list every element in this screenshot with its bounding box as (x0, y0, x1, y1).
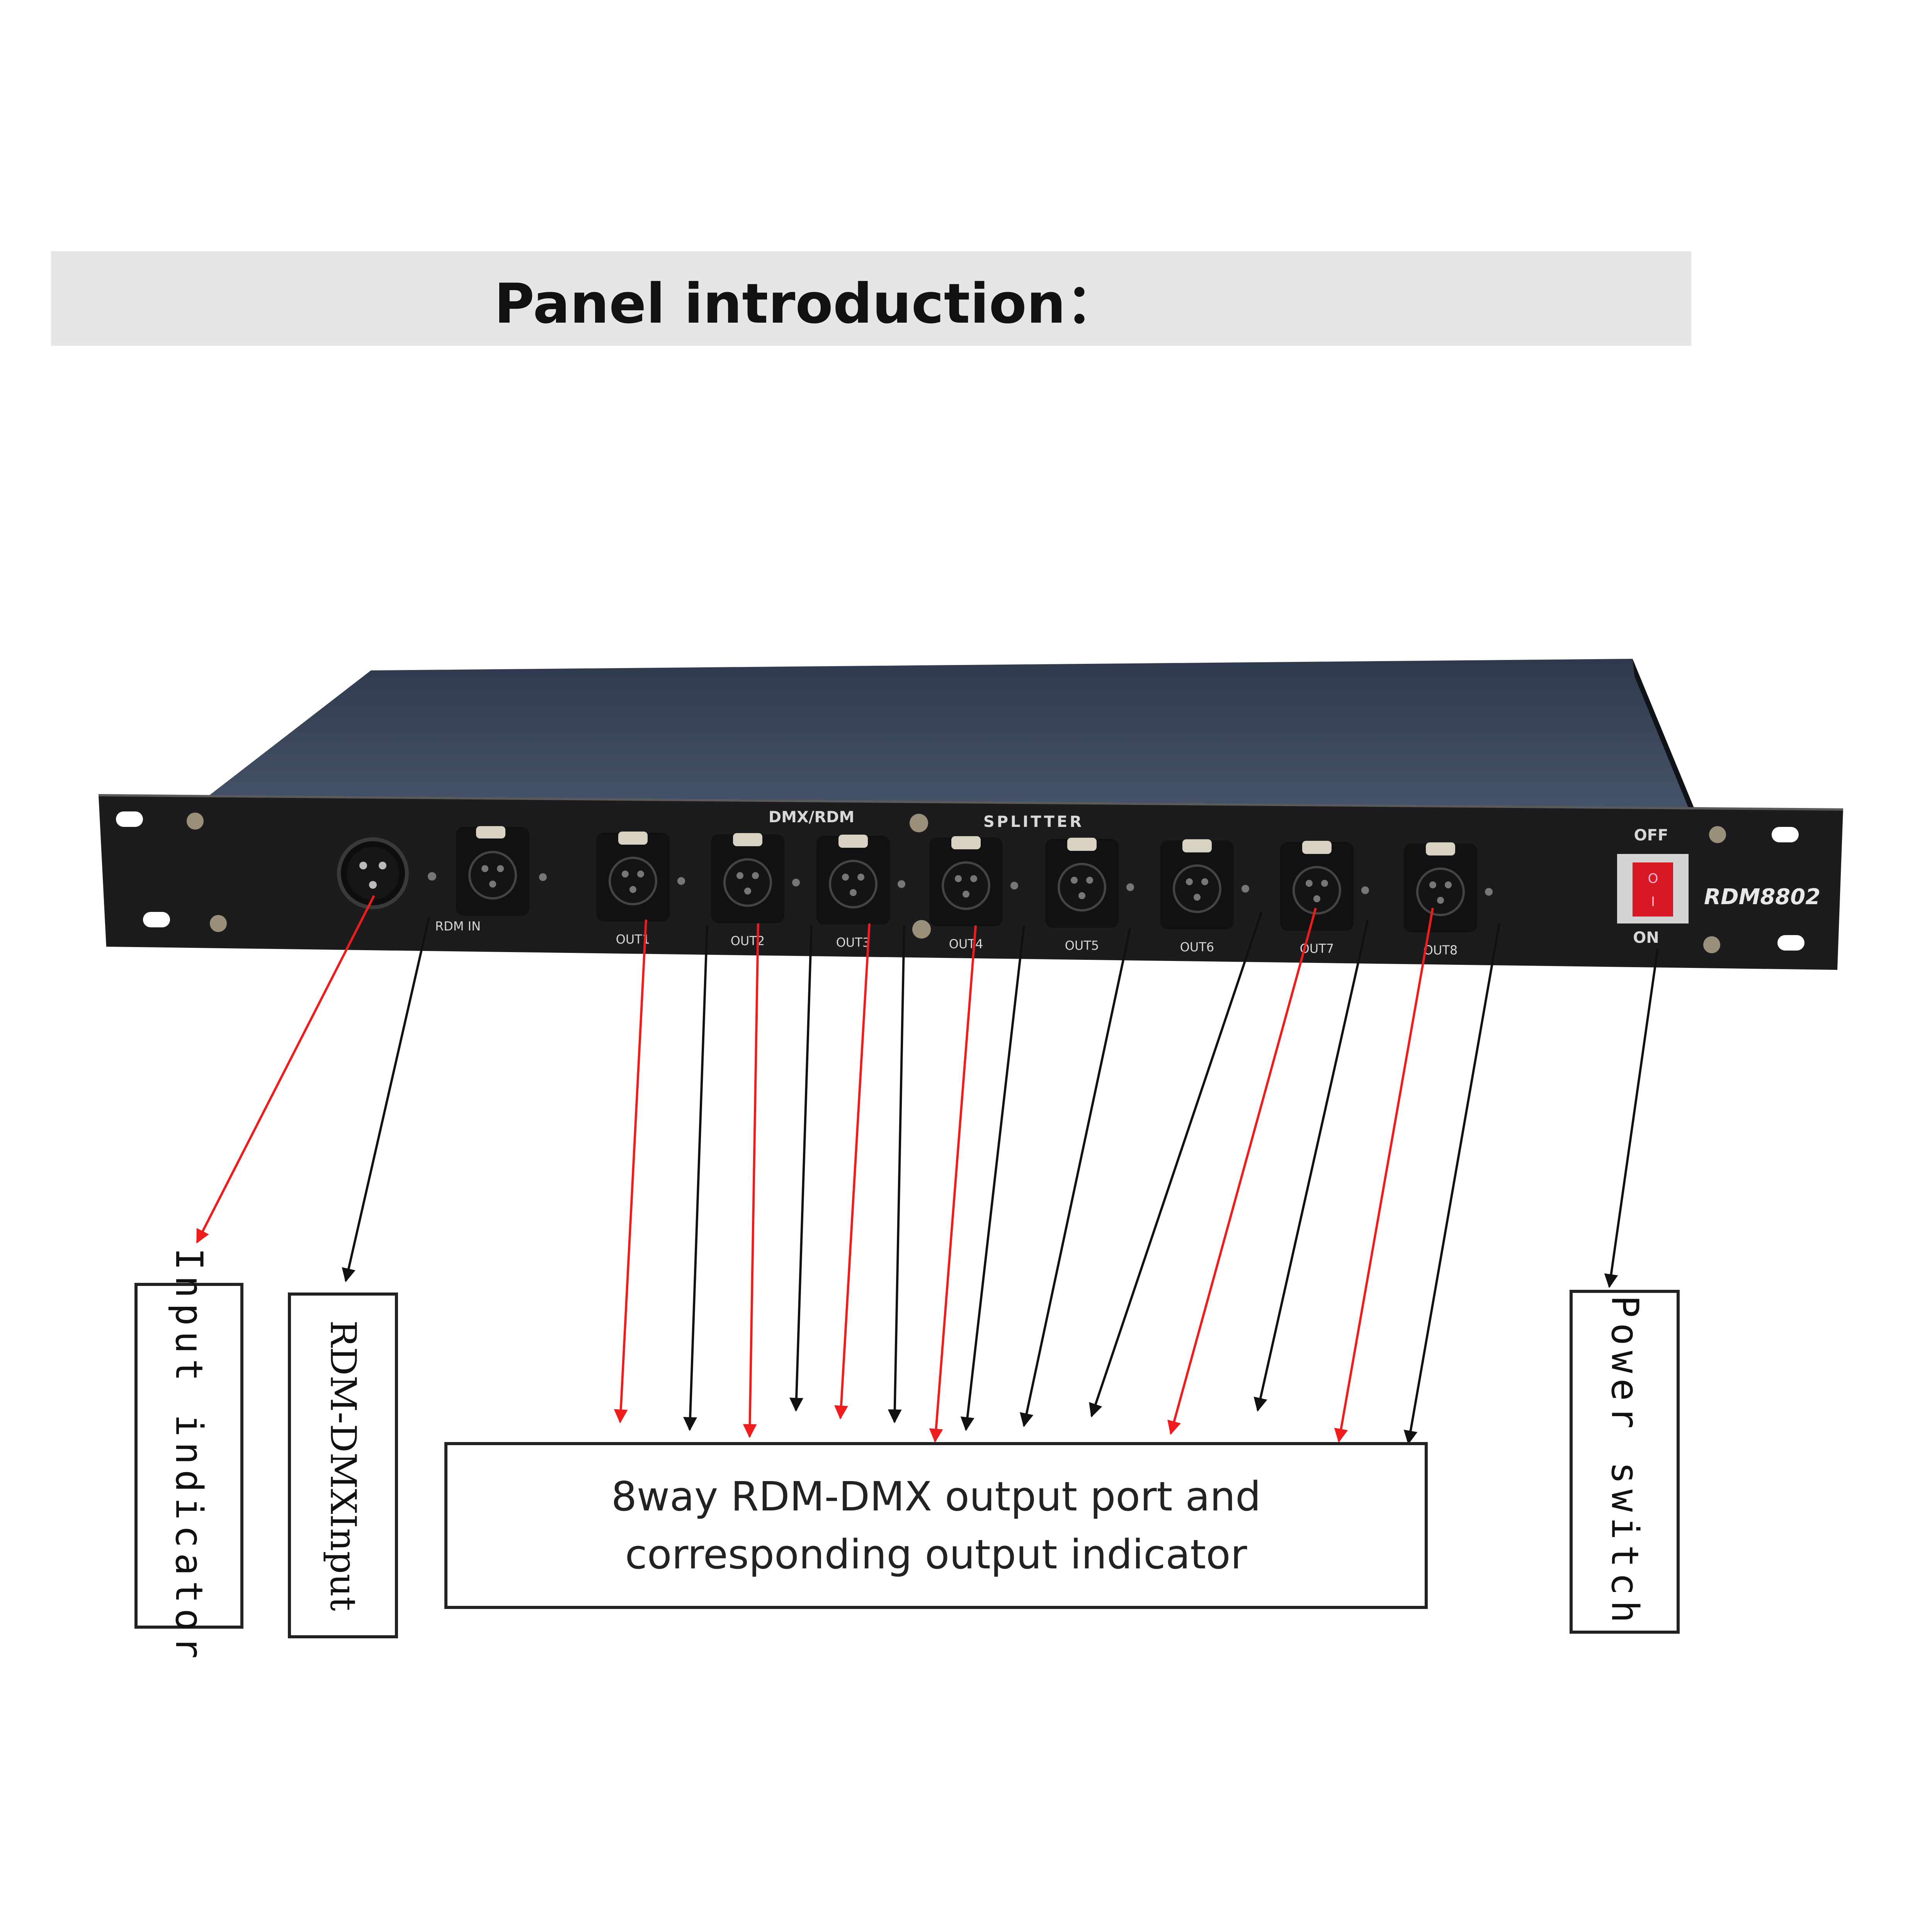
power-switch[interactable]: O I (1617, 854, 1689, 923)
dmx-rdm-label: DMX/RDM (769, 808, 854, 826)
output-label-2: OUT2 (731, 934, 765, 948)
panel-edge (98, 794, 1844, 811)
panel-screw (910, 814, 928, 832)
arrow-power-switch (1604, 948, 1659, 1288)
rack-slot (143, 912, 170, 927)
panel-screw (187, 813, 204, 830)
rdm-dmx-input-text: RDM-DMXInput (322, 1320, 364, 1611)
output-port-3 (816, 835, 890, 925)
power-switch-text: Power switch (1603, 1295, 1646, 1628)
output-port-line2: corresponding output indicator (625, 1531, 1247, 1578)
output-port-box: 8way RDM-DMX output port and correspondi… (444, 1442, 1428, 1609)
arrow-output-4-port (929, 925, 977, 1443)
rack-slot (1772, 827, 1799, 842)
output-led-8 (1485, 888, 1493, 896)
panel-screw (912, 920, 931, 939)
rdm-dmx-input-box: RDM-DMXInput (288, 1293, 398, 1638)
output-led-7 (1361, 886, 1369, 894)
input-indicator-text: Input indicator (167, 1248, 211, 1664)
model-label: RDM8802 (1704, 884, 1820, 910)
arrow-output-7-indicator (1253, 919, 1369, 1412)
page-title: Panel introduction： (51, 251, 1691, 346)
arrow-output-6-indicator (1089, 912, 1263, 1418)
output-led-6 (1242, 885, 1249, 893)
arrow-output-1-port (614, 919, 647, 1423)
output-label-5: OUT5 (1065, 938, 1099, 953)
output-label-4: OUT4 (949, 937, 983, 951)
switch-glyph-off: O (1648, 871, 1658, 886)
output-led-3 (898, 880, 905, 888)
output-port-4 (929, 836, 1003, 926)
thru-connector (456, 826, 529, 916)
input-indicator-led (428, 872, 436, 881)
panel-screw (1709, 826, 1726, 843)
output-port-6 (1160, 839, 1234, 929)
thru-led (539, 873, 547, 881)
arrow-output-3-port (834, 923, 871, 1420)
callout-arrows (196, 895, 1659, 1445)
rdm-in-label: RDM IN (435, 919, 481, 934)
arrow-output-7-port (1167, 908, 1317, 1435)
switch-glyph-on: I (1651, 894, 1655, 910)
input-connector-male (337, 837, 409, 909)
arrow-output-4-indicator (960, 925, 1025, 1431)
output-label-8: OUT8 (1423, 943, 1458, 957)
title-band: Panel introduction： (51, 251, 1691, 346)
arrow-output-5-indicator (1020, 927, 1131, 1427)
power-switch-box: Power switch (1570, 1290, 1680, 1634)
output-led-2 (792, 879, 800, 886)
arrow-output-3-indicator (888, 925, 905, 1423)
rack-slot (1777, 935, 1804, 951)
output-port-7 (1280, 841, 1354, 931)
output-port-5 (1045, 838, 1119, 928)
output-label-3: OUT3 (836, 935, 871, 950)
page-title-text: Panel introduction： (494, 272, 1121, 336)
output-label-6: OUT6 (1180, 940, 1214, 954)
rack-slot (116, 811, 143, 827)
chassis-top (201, 659, 1696, 813)
arrow-output-2-port (743, 923, 759, 1438)
switch-on-label: ON (1633, 929, 1659, 947)
output-port-1 (596, 832, 670, 922)
output-led-4 (1010, 882, 1018, 889)
arrow-input-indicator (196, 895, 375, 1244)
arrow-output-2-indicator (789, 925, 813, 1412)
output-port-line1: 8way RDM-DMX output port and (611, 1473, 1261, 1520)
chassis-side (1633, 659, 1696, 827)
splitter-label: SPLITTER (983, 813, 1084, 831)
output-led-1 (677, 877, 685, 885)
output-port-2 (711, 833, 784, 923)
arrow-output-8-port (1334, 908, 1434, 1443)
output-port-8 (1404, 842, 1477, 932)
switch-off-label: OFF (1634, 827, 1668, 844)
panel-screw (210, 915, 227, 932)
arrow-output-8-indicator (1403, 923, 1500, 1445)
panel-screw (1703, 936, 1720, 953)
output-led-5 (1126, 883, 1134, 891)
input-indicator-box: Input indicator (134, 1248, 243, 1664)
arrow-output-1-indicator (683, 925, 708, 1431)
arrow-rdm-dmx-input (342, 917, 430, 1282)
